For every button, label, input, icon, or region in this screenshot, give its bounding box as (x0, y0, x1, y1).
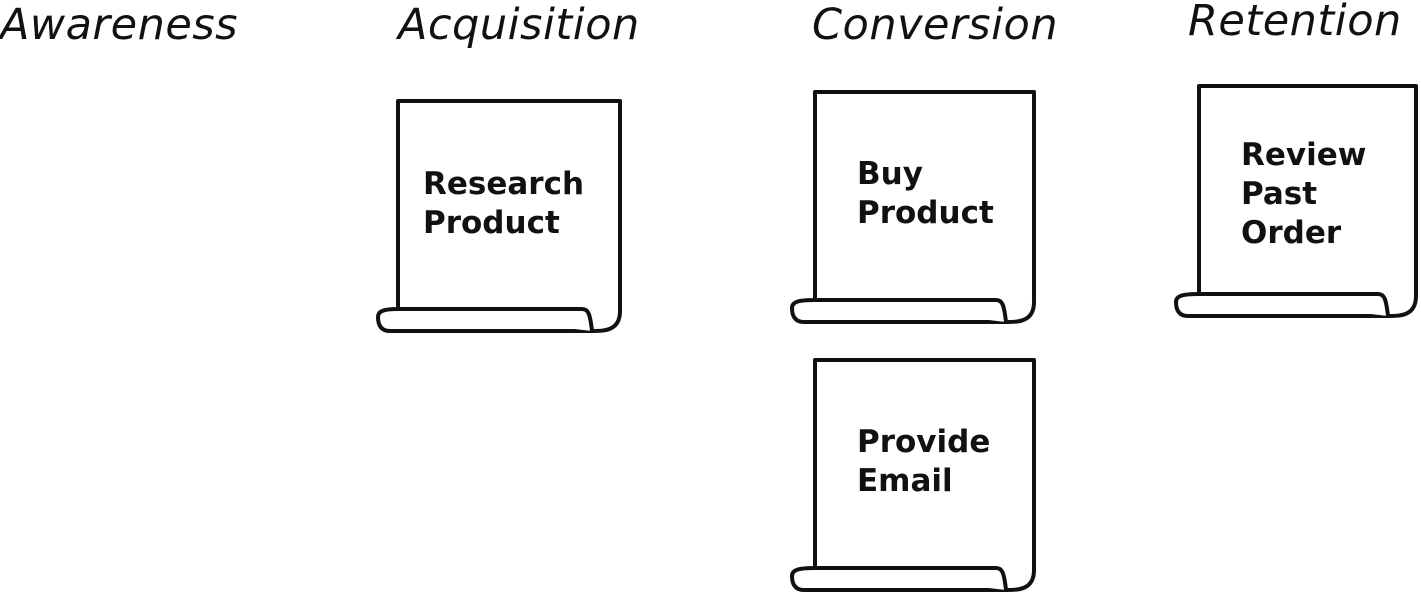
stage-title-retention: Retention (1188, 0, 1402, 46)
sticky-note-provide-email: Provide Email (790, 358, 1040, 598)
sticky-note-review-past-order: Review Past Order (1174, 84, 1421, 324)
stage-title-acquisition: Acquisition (398, 0, 640, 50)
sticky-note-shape (1174, 84, 1418, 318)
sticky-note-shape (790, 358, 1036, 592)
sticky-note-research-product: Research Product (376, 99, 626, 339)
stage-title-awareness: Awareness (0, 0, 239, 50)
stage-title-conversion: Conversion (812, 0, 1059, 50)
sticky-note-shape (376, 99, 622, 333)
note-label: Review Past Order (1241, 137, 1367, 251)
note-label: Provide Email (857, 424, 991, 499)
sticky-note-shape (790, 90, 1036, 324)
sticky-note-buy-product: Buy Product (790, 90, 1040, 330)
note-label: Buy Product (857, 156, 994, 231)
note-label: Research Product (423, 166, 585, 241)
